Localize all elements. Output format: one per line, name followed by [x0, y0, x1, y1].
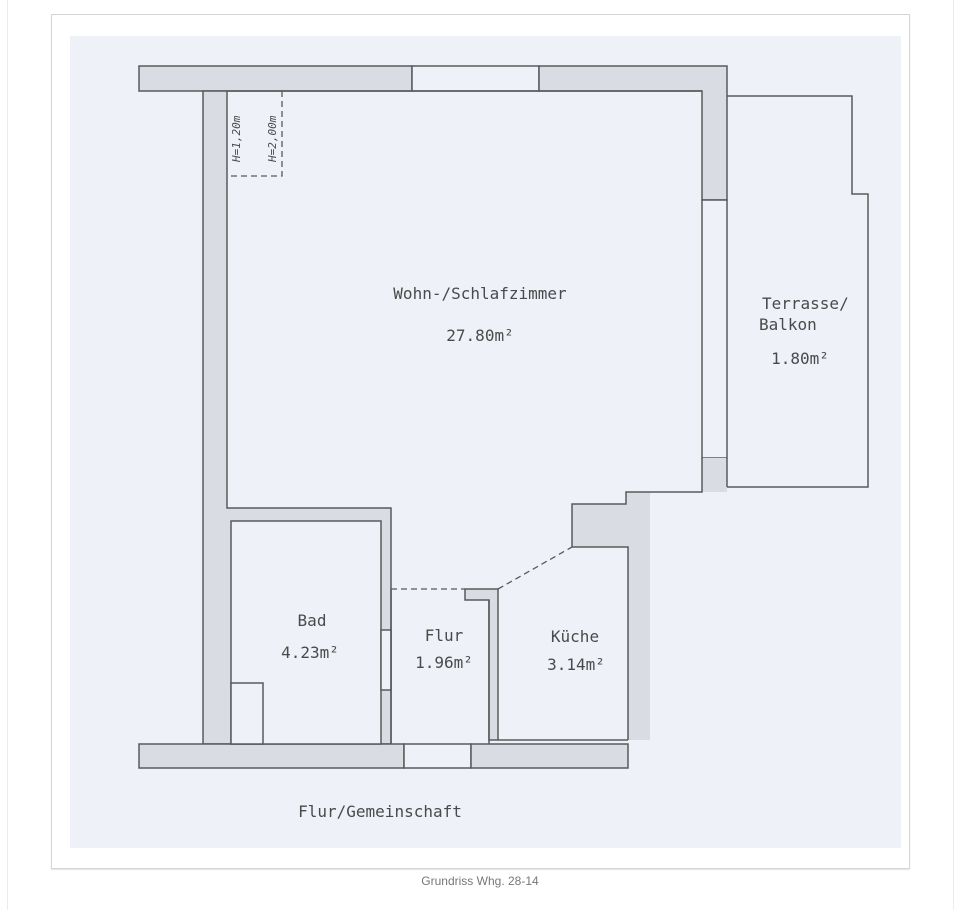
window-top [411, 65, 540, 92]
bad-fixture [230, 682, 264, 745]
room-area-flur: 1.96m² [415, 653, 473, 672]
page-edge-right [953, 0, 954, 910]
floor-plan: Wohn-/Schlafzimmer 27.80m² Terrasse/ Bal… [70, 36, 901, 848]
height-mark-2: H=2,00m [266, 115, 279, 163]
kueche-opening-dashed [497, 546, 573, 590]
wall-bottom-right [470, 743, 629, 769]
wall-top-left [138, 65, 413, 92]
door-bad [380, 629, 392, 691]
floor-plan-drawing: Wohn-/Schlafzimmer 27.80m² Terrasse/ Bal… [138, 65, 869, 821]
image-caption: Grundriss Whg. 28-14 [421, 874, 539, 888]
room-area-bad: 4.23m² [281, 643, 339, 662]
terrace-outline [727, 95, 869, 488]
room-label-bad: Bad [298, 611, 327, 630]
room-area-wohn: 27.80m² [446, 326, 513, 345]
wall-top-right [538, 65, 728, 201]
room-label-balkon: Balkon [759, 315, 817, 334]
corridor-label: Flur/Gemeinschaft [298, 802, 462, 821]
room-label-flur: Flur [425, 626, 464, 645]
room-area-kueche: 3.14m² [547, 655, 605, 674]
wall-kitchen-step [572, 458, 727, 740]
height-mark-dashed-line [227, 91, 283, 177]
wall-bottom-left [138, 743, 405, 769]
door-bottom [403, 743, 472, 769]
room-label-wohn: Wohn-/Schlafzimmer [393, 284, 567, 303]
wall-kitchen-outline [571, 458, 703, 740]
floor-plan-frame: Wohn-/Schlafzimmer 27.80m² Terrasse/ Bal… [51, 14, 910, 869]
page-edge-left [7, 0, 8, 910]
room-label-kueche: Küche [551, 627, 599, 646]
height-mark-1: H=1,20m [230, 115, 243, 163]
room-label-terrasse: Terrasse/ [762, 294, 849, 313]
window-right [701, 199, 728, 459]
room-area-terrasse: 1.80m² [771, 349, 829, 368]
